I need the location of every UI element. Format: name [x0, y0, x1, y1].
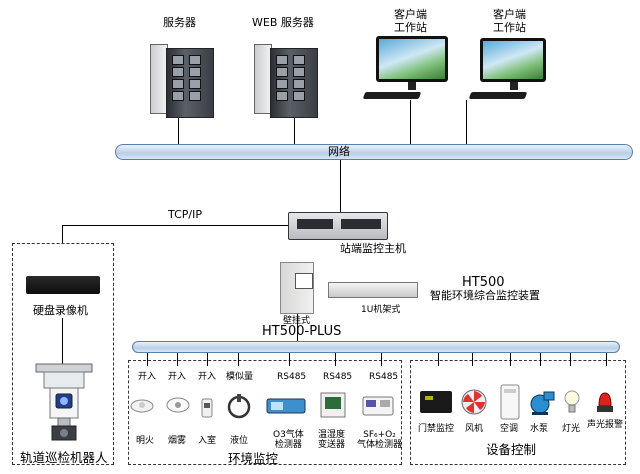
connector-line — [178, 118, 179, 144]
rack-device-icon — [328, 282, 418, 298]
light-bulb-icon — [564, 390, 580, 413]
tap-line — [606, 353, 607, 366]
port-label: RS485 — [369, 372, 399, 382]
port-label: 模似量 — [226, 372, 254, 382]
connector-line — [62, 318, 63, 364]
client2-label: 客户端 工作站 — [493, 8, 526, 34]
tap-line — [289, 353, 290, 366]
alarm-siren-icon — [597, 392, 613, 412]
connector-line — [294, 118, 295, 144]
tcpip-line — [62, 225, 288, 226]
access-control-icon — [420, 391, 452, 413]
ht500-title: HT500 — [462, 275, 505, 290]
fan-icon — [461, 389, 487, 415]
monitor-icon — [480, 38, 546, 82]
device-label: 水泵 — [530, 424, 549, 434]
flame-detector-icon — [130, 399, 154, 413]
tcpip-line — [62, 225, 63, 243]
keyboard-icon — [362, 92, 422, 99]
field-bus — [132, 341, 620, 353]
connector-line — [466, 100, 467, 144]
env-monitor-box — [128, 360, 402, 465]
port-label: RS485 — [323, 372, 353, 382]
nvr-icon — [26, 276, 100, 294]
tap-line — [177, 353, 178, 366]
device-label: 明火 — [136, 436, 155, 446]
rail-robot-icon — [35, 363, 93, 441]
connector-line — [297, 314, 298, 342]
device-label: 液位 — [230, 436, 249, 446]
nvr-label: 硬盘录像机 — [33, 304, 88, 317]
device-label: 温湿度 变送器 — [318, 430, 346, 451]
monitoring-host-icon — [288, 212, 388, 240]
device-label: 门禁监控 — [418, 424, 455, 434]
tap-line — [335, 353, 336, 366]
connector-line — [340, 160, 341, 212]
keyboard-icon — [468, 92, 528, 99]
server-label: 服务器 — [163, 16, 196, 29]
port-label: 开入 — [138, 372, 157, 382]
ht500plus-label: HT500-PLUS — [262, 324, 342, 339]
port-label: 开入 — [168, 372, 187, 382]
wall-mount-device-icon — [280, 262, 314, 314]
air-conditioner-icon — [500, 384, 520, 420]
tap-line — [510, 353, 511, 366]
sf6-o2-detector-icon — [362, 396, 394, 416]
device-label: 声光报警 — [587, 420, 624, 430]
monitor-stand — [510, 82, 518, 90]
tap-line — [570, 353, 571, 366]
tap-line — [438, 353, 439, 366]
web-server-label: WEB 服务器 — [252, 16, 314, 29]
network-bus — [115, 144, 633, 160]
tcpip-label: TCP/IP — [168, 208, 202, 221]
monitor-stand — [408, 82, 416, 90]
device-label: O3气体 检测器 — [273, 430, 304, 451]
robot-group-box — [12, 243, 114, 465]
smoke-detector-icon — [166, 397, 190, 413]
intrusion-sensor-icon — [201, 398, 213, 418]
web-server-icon-front — [270, 48, 318, 118]
water-pump-icon — [530, 391, 555, 415]
device-label: 风机 — [465, 424, 484, 434]
tap-line — [147, 353, 148, 366]
device-control-box — [410, 360, 626, 465]
device-control-label: 设备控制 — [486, 442, 537, 457]
device-label: 空调 — [500, 424, 519, 434]
device-label: 灯光 — [562, 424, 581, 434]
port-label: RS485 — [277, 372, 307, 382]
temp-humidity-transmitter-icon — [320, 392, 346, 418]
tap-line — [540, 353, 541, 366]
device-label: 烟雾 — [168, 436, 187, 446]
monitor-icon — [376, 36, 448, 82]
host-label: 站端监控主机 — [340, 242, 406, 255]
rack-label: 1U机架式 — [361, 305, 401, 315]
wall-mount-label: 壁挂式 — [283, 316, 310, 326]
server-icon-front — [166, 48, 214, 118]
network-label: 网络 — [328, 145, 350, 158]
liquid-level-sensor-icon — [227, 394, 251, 419]
o3-detector-icon — [266, 398, 306, 414]
port-label: 开入 — [198, 372, 217, 382]
tap-line — [207, 353, 208, 366]
connector-line — [410, 100, 411, 144]
env-group-label: 环境监控 — [228, 451, 279, 466]
client1-label: 客户端 工作站 — [394, 8, 427, 34]
tap-line — [381, 353, 382, 366]
device-label: 入室 — [198, 436, 217, 446]
ht500-subtitle: 智能环境综合监控装置 — [430, 289, 540, 302]
tap-line — [238, 353, 239, 366]
device-label: SF₆+O₂ 气体检测器 — [357, 430, 403, 451]
tap-line — [472, 353, 473, 366]
robot-label: 轨道巡检机器人 — [20, 450, 108, 465]
